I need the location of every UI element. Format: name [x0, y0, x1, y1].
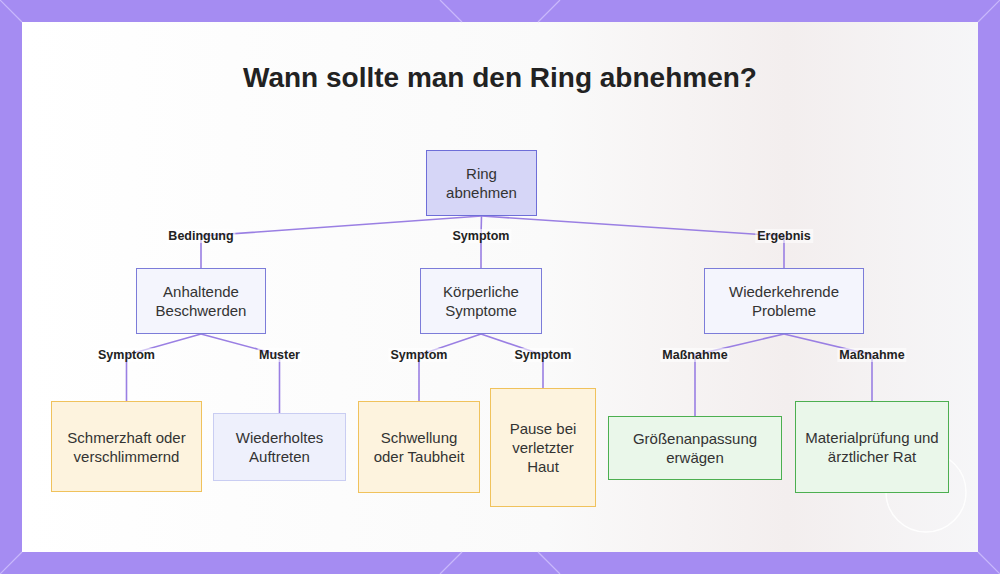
edge-label: Maßnahme: [837, 348, 906, 362]
node-text: Wiederkehrende Probleme: [713, 282, 855, 320]
connector-line: [201, 334, 280, 413]
edge-label: Symptom: [389, 348, 450, 362]
edge-label: Symptom: [96, 348, 157, 362]
node-text: Pause bei verletzter Haut: [499, 419, 587, 476]
node-text-group: Pause bei verletzter Haut: [499, 419, 587, 476]
edge-label: Symptom: [451, 229, 512, 243]
connector-line: [482, 216, 785, 268]
node-text: Schwellung oder Taubheit: [367, 428, 471, 466]
node-text-group: Wiederholtes Auftreten: [222, 428, 337, 466]
diagram-title: Wann sollte man den Ring abnehmen?: [0, 62, 1000, 94]
node-text-group: Schmerzhaft oder verschlimmernd: [60, 428, 193, 466]
node-text: Anhaltende Beschwerden: [145, 282, 257, 320]
node-text-group: Körperliche Symptome: [429, 282, 533, 320]
action-box: Größenanpassung erwägen: [608, 416, 782, 480]
edge-label: Symptom: [513, 348, 574, 362]
symptom-box: Pause bei verletzter Haut: [490, 388, 596, 507]
connector-line: [127, 334, 202, 401]
connector-line: [201, 216, 482, 268]
edge-label: Muster: [257, 348, 302, 362]
node-text-group: Ring abnehmen: [435, 164, 528, 202]
node-text: Körperliche Symptome: [429, 282, 533, 320]
node-text: Ring abnehmen: [435, 164, 528, 202]
edge-label: Bedingung: [166, 229, 235, 243]
action-box: Materialprüfung und ärztlicher Rat: [795, 401, 949, 493]
root-box: Ring abnehmen: [426, 150, 537, 216]
edge-label: Ergebnis: [755, 229, 813, 243]
node-text-group: Materialprüfung und ärztlicher Rat: [804, 428, 940, 466]
edge-label: Maßnahme: [660, 348, 729, 362]
node-text-group: Wiederkehrende Probleme: [713, 282, 855, 320]
node-text-group: Größenanpassung erwägen: [617, 429, 773, 467]
node-text: Wiederholtes Auftreten: [222, 428, 337, 466]
node-text: Schmerzhaft oder verschlimmernd: [60, 428, 193, 466]
category-box: Wiederkehrende Probleme: [704, 268, 864, 334]
category-box: Körperliche Symptome: [420, 268, 542, 334]
connector-line: [695, 334, 784, 416]
node-text: Materialprüfung und ärztlicher Rat: [804, 428, 940, 466]
node-text: Größenanpassung erwägen: [617, 429, 773, 467]
connector-line: [784, 334, 872, 401]
symptom-box: Schwellung oder Taubheit: [358, 401, 480, 493]
node-text-group: Anhaltende Beschwerden: [145, 282, 257, 320]
symptom-box: Schmerzhaft oder verschlimmernd: [51, 401, 202, 492]
category-box: Anhaltende Beschwerden: [136, 268, 266, 334]
connector-line: [419, 334, 481, 401]
node-text-group: Schwellung oder Taubheit: [367, 428, 471, 466]
pattern-box: Wiederholtes Auftreten: [213, 413, 346, 481]
